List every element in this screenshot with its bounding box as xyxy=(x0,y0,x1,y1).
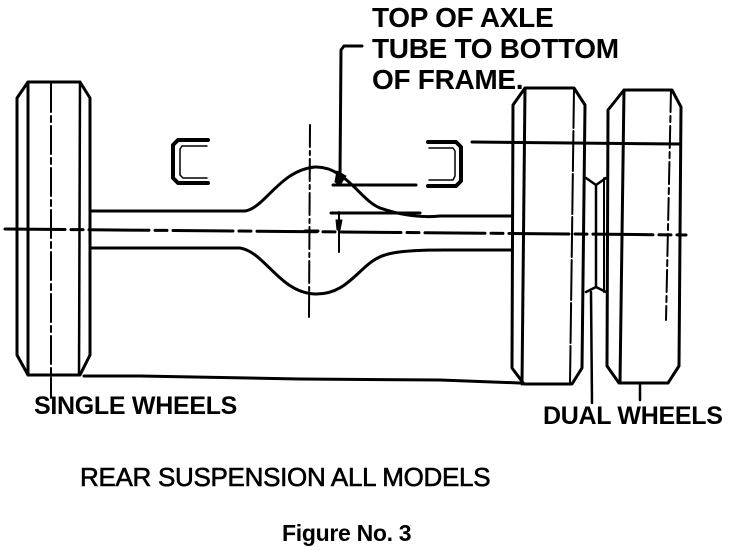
measurement-callout xyxy=(303,44,422,253)
single-wheels-label: SINGLE WHEELS xyxy=(34,392,238,420)
callout-line-1: TOP OF AXLE xyxy=(372,2,554,33)
ground-reference-line xyxy=(82,374,522,385)
dimension-marker-icon xyxy=(334,170,347,186)
dual-wheel-outer-outline xyxy=(605,88,683,385)
dual-wheels-leader-left xyxy=(589,290,594,405)
dual-wheels xyxy=(510,86,683,405)
differential-centerline xyxy=(308,124,311,319)
frame-reference-line xyxy=(470,140,682,146)
axle-upper-profile xyxy=(89,165,513,219)
axle-housing xyxy=(89,165,513,296)
dual-wheels-label: DUAL WHEELS xyxy=(543,402,723,430)
figure-title: Figure No. 3 xyxy=(282,520,412,546)
axle-lower-profile xyxy=(89,246,513,296)
dimension-arrow-icon xyxy=(335,219,343,231)
left-frame-channel xyxy=(171,138,210,185)
right-frame-channel xyxy=(426,140,463,188)
callout-line-2: TUBE TO BOTTOM xyxy=(372,33,619,64)
single-wheel xyxy=(15,80,92,399)
dual-wheel-inner-outline xyxy=(510,86,587,386)
measurement-callout-text: TOP OF AXLE TUBE TO BOTTOM OF FRAME. xyxy=(372,2,619,95)
callout-line-3: OF FRAME. xyxy=(372,64,524,95)
diagram-subtitle: REAR SUSPENSION ALL MODELS xyxy=(80,462,491,493)
callout-leader xyxy=(338,44,364,179)
axle-centerline xyxy=(3,227,688,237)
